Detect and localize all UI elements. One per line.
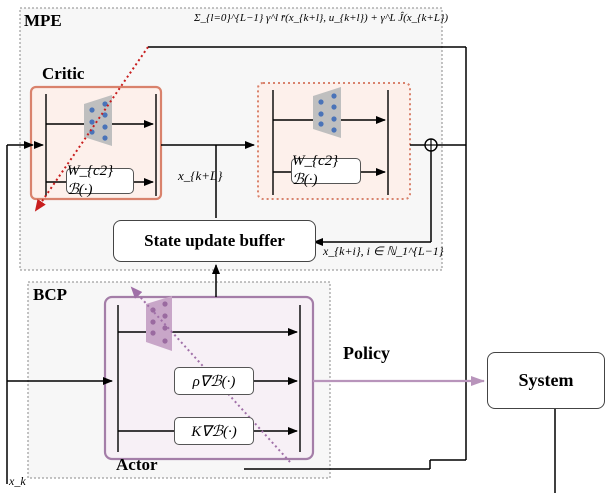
xk-label: x_k (9, 474, 26, 488)
xkL-label: x_{k+L} (178, 168, 223, 183)
signal-lines (6, 46, 556, 493)
bcp-title: BCP (33, 285, 67, 304)
actor-network-icon (146, 296, 172, 351)
actor-rho-basis: ρ∇ℬ(·) (174, 367, 254, 395)
system-box: System (487, 352, 605, 409)
xki-label: x_{k+i}, i ∈ ℕ_1^{L−1} (323, 244, 444, 258)
policy-label: Policy (343, 343, 390, 363)
sum-formula: Σ_{l=0}^{L−1} γ^l r̄(x_{k+l}, u_{k+l}) +… (194, 12, 449, 24)
actor-nodes (150, 301, 168, 344)
critic-right-basis: W_{c2} ℬ(·) (291, 153, 361, 188)
mpe-title: MPE (24, 11, 62, 30)
critic-label: Critic (42, 64, 85, 83)
actor-label: Actor (116, 455, 158, 474)
state-update-buffer-box: State update buffer (113, 220, 316, 262)
critic-right-nodes (318, 93, 337, 133)
actor-K-basis: K∇ℬ(·) (174, 417, 254, 445)
critic-left-basis: W_{c2} ℬ(·) (66, 163, 134, 198)
critic-left-nodes (89, 101, 108, 141)
actor-update-arrow (130, 286, 291, 463)
